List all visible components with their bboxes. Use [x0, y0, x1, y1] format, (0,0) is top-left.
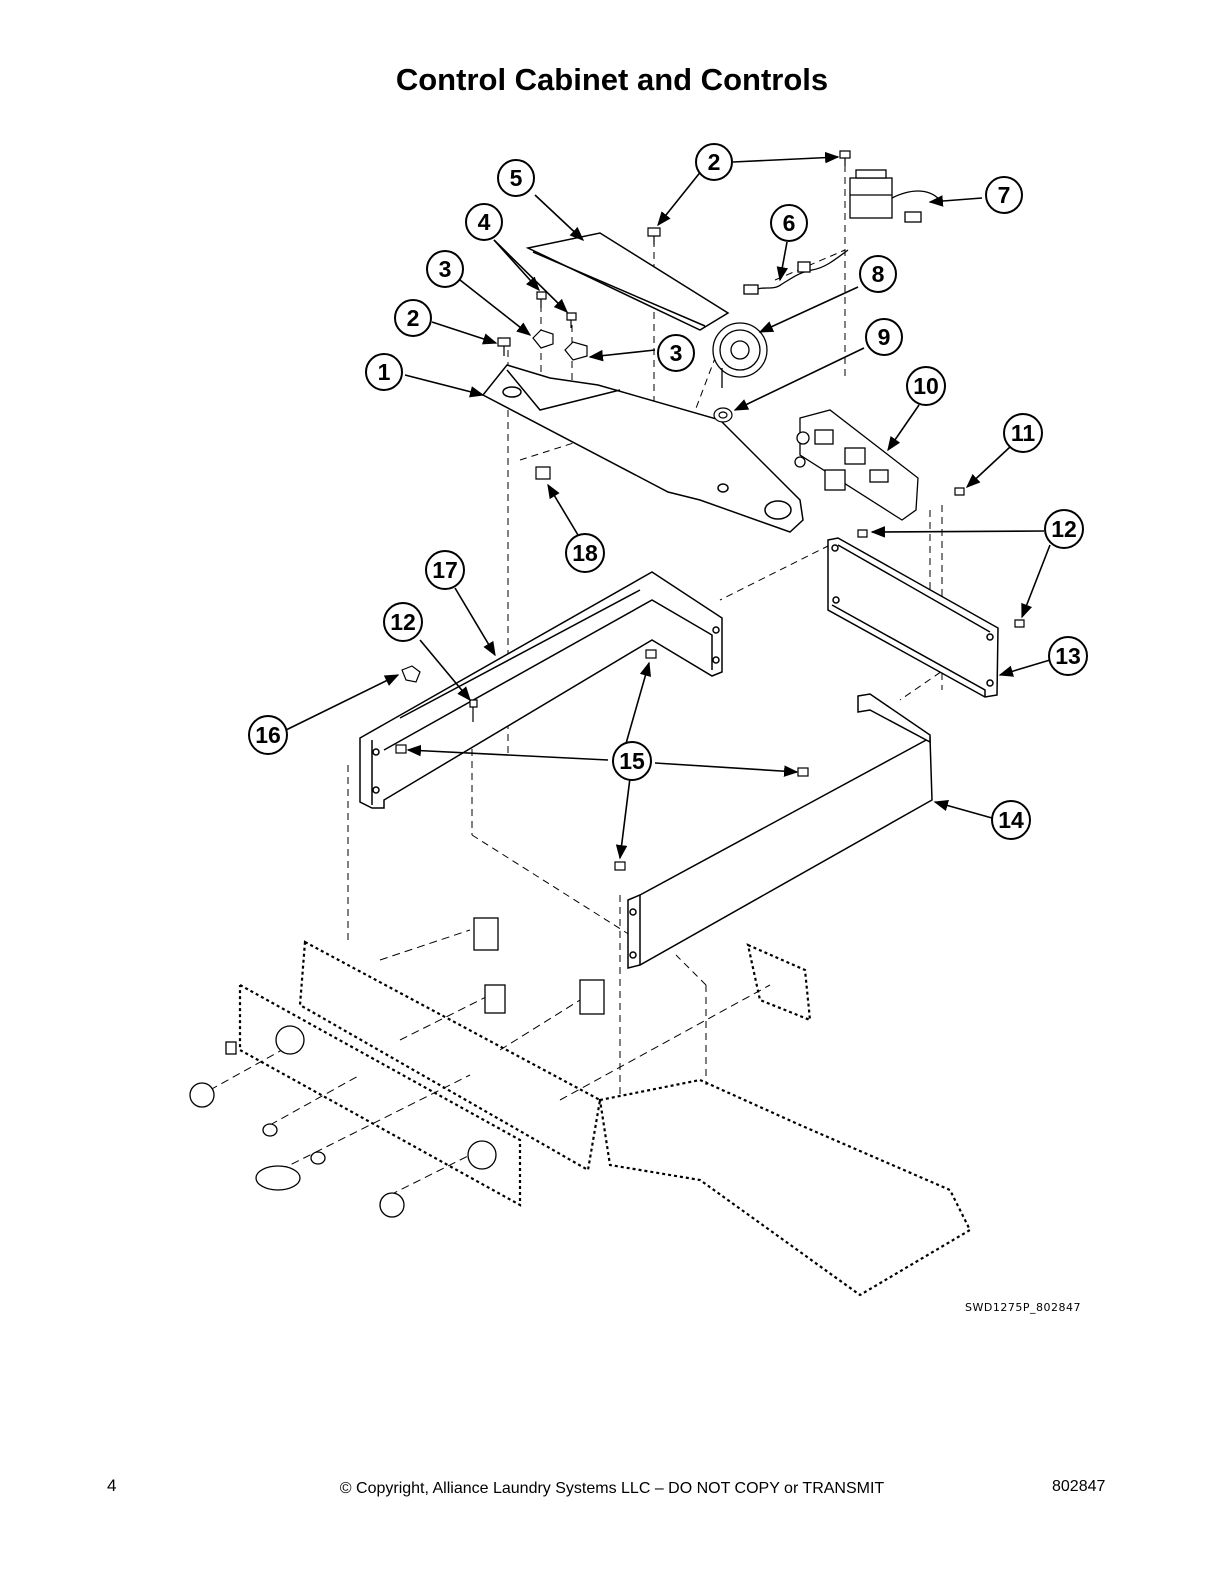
svg-text:15: 15	[619, 748, 645, 774]
svg-text:3: 3	[439, 256, 452, 282]
clips-and-screws	[395, 487, 1025, 871]
callout-13: 13	[1048, 636, 1088, 676]
svg-text:9: 9	[878, 324, 891, 350]
console-knobs	[189, 917, 605, 1218]
svg-text:17: 17	[432, 557, 458, 583]
callout-6: 6	[770, 204, 808, 242]
control-cabinet-frame	[359, 571, 723, 809]
svg-text:10: 10	[913, 373, 939, 399]
svg-text:3: 3	[670, 340, 683, 366]
rear-bracket	[827, 537, 999, 698]
callout-17: 17	[425, 550, 465, 590]
callout-1: 1	[365, 353, 403, 391]
document-code: 802847	[1052, 1478, 1106, 1495]
callout-2a: 2	[394, 299, 432, 337]
callout-3b: 3	[657, 334, 695, 372]
svg-text:5: 5	[510, 165, 523, 191]
callout-12a: 12	[1044, 509, 1084, 549]
svg-text:11: 11	[1011, 420, 1036, 446]
svg-text:12: 12	[1051, 516, 1077, 542]
callout-7: 7	[985, 176, 1023, 214]
transformer	[849, 169, 943, 223]
callout-5: 5	[497, 159, 535, 197]
svg-text:12: 12	[390, 609, 416, 635]
top-cover-plate	[525, 232, 730, 331]
callout-8: 8	[859, 255, 897, 293]
wire-harness	[743, 249, 849, 295]
callout-10: 10	[906, 366, 946, 406]
page-number: 4	[107, 1476, 117, 1495]
svg-text:14: 14	[998, 807, 1024, 833]
callout-12b: 12	[383, 602, 423, 642]
callout-leaders	[285, 151, 1051, 860]
callout-4: 4	[465, 203, 503, 241]
svg-text:6: 6	[783, 210, 796, 236]
svg-text:13: 13	[1055, 643, 1081, 669]
callout-3a: 3	[426, 250, 464, 288]
control-board	[794, 409, 919, 521]
callout-18: 18	[565, 533, 605, 573]
copyright-notice: © Copyright, Alliance Laundry Systems LL…	[339, 1480, 885, 1497]
console-reference-outline	[238, 940, 972, 1297]
callout-14: 14	[991, 800, 1031, 840]
drawing-id: SWD1275P_802847	[965, 1301, 1081, 1314]
svg-text:8: 8	[872, 261, 885, 287]
svg-text:4: 4	[478, 209, 491, 235]
svg-text:1: 1	[378, 359, 391, 385]
control-mounting-plate	[481, 364, 804, 533]
svg-text:18: 18	[572, 540, 598, 566]
callout-9: 9	[865, 318, 903, 356]
svg-text:2: 2	[407, 305, 420, 331]
callout-16: 16	[248, 715, 288, 755]
callout-2b: 2	[695, 143, 733, 181]
timer-dial	[712, 322, 768, 388]
page-title: Control Cabinet and Controls	[395, 62, 829, 97]
small-hardware	[497, 150, 851, 480]
callout-11: 11	[1003, 413, 1043, 453]
callout-15: 15	[612, 741, 652, 781]
svg-text:2: 2	[708, 149, 721, 175]
control-cabinet-front	[627, 693, 933, 969]
svg-text:16: 16	[255, 722, 281, 748]
callouts: 1 2 2 3 3 4 5 6 7 8 9 10 11 12 12 13 14 …	[248, 143, 1088, 840]
svg-text:7: 7	[998, 182, 1011, 208]
